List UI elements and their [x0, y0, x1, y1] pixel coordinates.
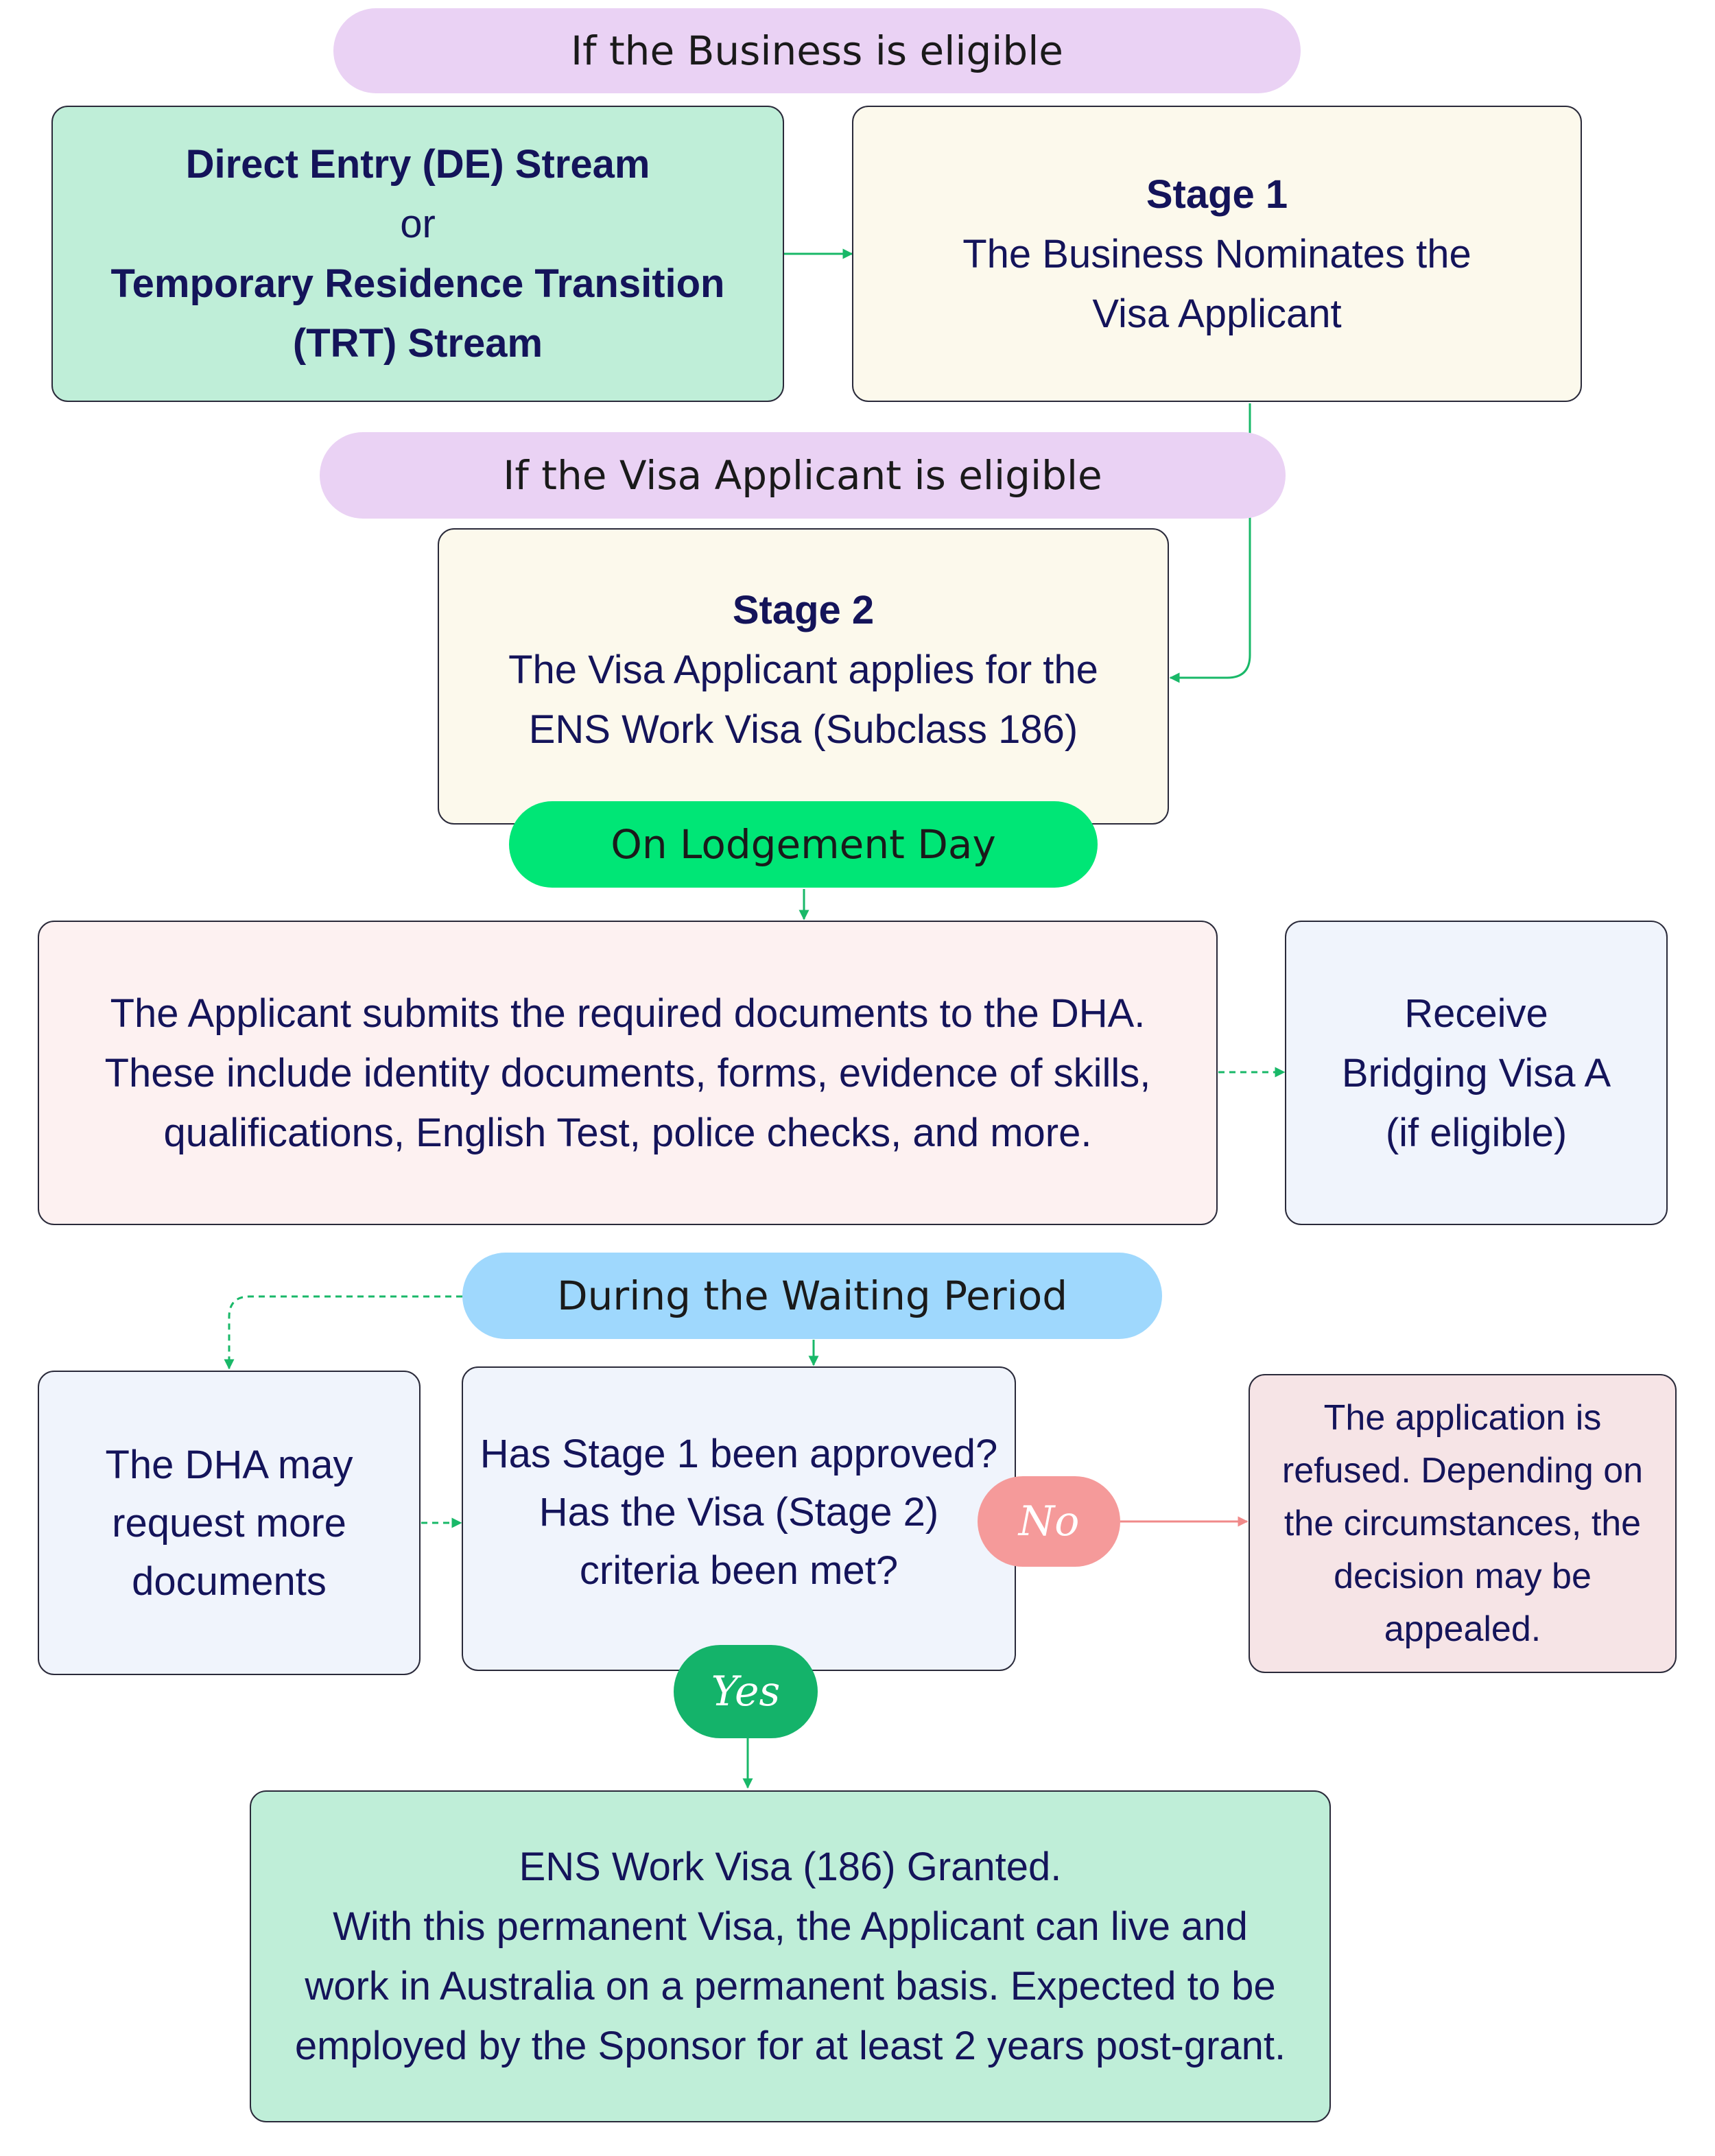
waiting-period-text: During the Waiting Period — [556, 1272, 1068, 1319]
submission-box: The Applicant submits the required docum… — [38, 921, 1218, 1225]
business-eligible-label: If the Business is eligible — [333, 8, 1301, 93]
applicant-eligible-text: If the Visa Applicant is eligible — [503, 452, 1102, 499]
waiting-period-label: During the Waiting Period — [462, 1253, 1162, 1339]
trt-stream: Temporary Residence Transition — [110, 261, 725, 306]
arrow-waiting-to-dha — [224, 1295, 462, 1370]
streams-box: Direct Entry (DE) Stream or Temporary Re… — [51, 106, 784, 402]
stage2-desc-line2: ENS Work Visa (Subclass 186) — [528, 707, 1078, 752]
stage2-desc-line1: The Visa Applicant applies for the — [508, 647, 1098, 692]
question-line2: Has the Visa (Stage 2) — [539, 1489, 939, 1535]
dha-line1: The DHA may — [105, 1442, 353, 1487]
refused-line1: The application is — [1323, 1397, 1602, 1438]
applicant-eligible-label: If the Visa Applicant is eligible — [320, 432, 1286, 519]
refused-line2: refused. Depending on — [1281, 1450, 1644, 1491]
submission-line2: These include identity documents, forms,… — [104, 1050, 1151, 1095]
refused-line5: appealed. — [1384, 1609, 1541, 1649]
yes-decision-label: Yes — [674, 1645, 818, 1738]
trt-stream-abbrev: (TRT) Stream — [292, 321, 543, 366]
submission-line3: qualifications, English Test, police che… — [163, 1110, 1092, 1155]
refused-box: The application is refused. Depending on… — [1249, 1374, 1677, 1673]
granted-line1: ENS Work Visa (186) Granted. — [519, 1845, 1062, 1889]
granted-line2: With this permanent Visa, the Applicant … — [333, 1904, 1248, 1949]
bridging-line1: Receive — [1404, 991, 1548, 1036]
stage1-box: Stage 1 The Business Nominates the Visa … — [852, 106, 1582, 402]
bridging-line2: Bridging Visa A — [1341, 1050, 1611, 1095]
stage1-desc-line2: Visa Applicant — [1092, 291, 1342, 336]
stage1-desc-line1: The Business Nominates the — [962, 231, 1471, 276]
stage1-title: Stage 1 — [1146, 171, 1288, 217]
refused-line3: the circumstances, the — [1284, 1503, 1642, 1543]
dha-line3: documents — [132, 1559, 327, 1604]
bridging-line3: (if eligible) — [1385, 1110, 1568, 1155]
approval-question-box: Has Stage 1 been approved? Has the Visa … — [462, 1366, 1016, 1671]
refused-line4: decision may be — [1334, 1556, 1592, 1596]
granted-line4: employed by the Sponsor for at least 2 y… — [294, 2024, 1286, 2068]
yes-decision-text: Yes — [711, 1668, 781, 1716]
lodgement-day-text: On Lodgement Day — [611, 821, 996, 868]
business-eligible-text: If the Business is eligible — [570, 27, 1063, 74]
or-connector: or — [400, 202, 436, 246]
stage2-box: Stage 2 The Visa Applicant applies for t… — [438, 528, 1169, 825]
stage2-title: Stage 2 — [732, 587, 875, 632]
question-line1: Has Stage 1 been approved? — [480, 1431, 998, 1476]
submission-line1: The Applicant submits the required docum… — [110, 991, 1146, 1036]
granted-box: ENS Work Visa (186) Granted. With this p… — [250, 1790, 1331, 2122]
lodgement-day-label: On Lodgement Day — [509, 801, 1098, 888]
bridging-visa-box: Receive Bridging Visa A (if eligible) — [1285, 921, 1668, 1225]
arrow-stage1-to-stage2 — [1169, 403, 1251, 683]
direct-entry-stream: Direct Entry (DE) Stream — [185, 142, 650, 187]
no-decision-text: No — [1018, 1497, 1080, 1545]
dha-request-box: The DHA may request more documents — [38, 1371, 421, 1675]
no-decision-label: No — [978, 1476, 1120, 1567]
granted-line3: work in Australia on a permanent basis. … — [305, 1964, 1276, 2009]
dha-line2: request more — [112, 1500, 346, 1545]
question-line3: criteria been met? — [579, 1548, 899, 1593]
